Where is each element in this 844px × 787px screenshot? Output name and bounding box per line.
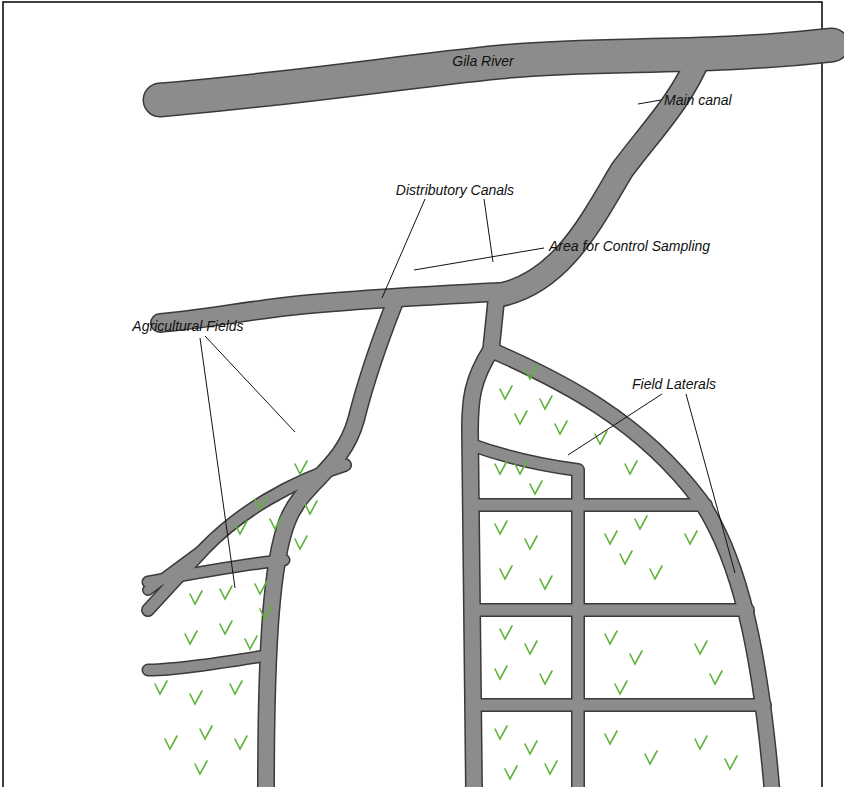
crop-mark <box>605 531 617 544</box>
canal-outlines <box>148 45 832 787</box>
leader-line <box>686 394 735 573</box>
crop-mark <box>635 516 647 529</box>
crop-mark <box>255 496 267 509</box>
crop-mark <box>525 741 537 754</box>
crop-mark <box>305 501 317 514</box>
crop-mark <box>515 411 527 424</box>
leader-lines <box>200 100 735 588</box>
crop-marks <box>155 366 737 779</box>
crop-mark <box>525 366 537 379</box>
crop-mark <box>190 591 202 604</box>
crop-mark <box>165 736 177 749</box>
feature-label: Field Laterals <box>632 376 716 393</box>
crop-mark <box>620 551 632 564</box>
crop-mark <box>220 586 232 599</box>
crop-mark <box>515 461 527 474</box>
crop-mark <box>230 681 242 694</box>
leader-line <box>638 100 661 104</box>
crop-mark <box>235 521 247 534</box>
canal-outline <box>472 445 578 787</box>
crop-mark <box>505 766 517 779</box>
crop-mark <box>260 606 272 619</box>
canal-fill <box>472 445 578 787</box>
crop-mark <box>605 731 617 744</box>
crop-mark <box>645 751 657 764</box>
crop-mark <box>495 461 507 474</box>
canal-fill <box>474 605 748 616</box>
crop-mark <box>540 671 552 684</box>
canal-fills <box>148 45 832 787</box>
crop-mark <box>235 736 247 749</box>
canal-fill <box>160 45 832 100</box>
canal-fill <box>148 655 270 670</box>
feature-label: Distributory Canals <box>396 182 514 199</box>
crop-mark <box>530 481 542 494</box>
crop-mark <box>295 536 307 549</box>
crop-mark <box>495 726 507 739</box>
crop-mark <box>495 521 507 534</box>
crop-mark <box>605 631 617 644</box>
crop-mark <box>710 671 722 684</box>
canal-outline <box>266 302 395 787</box>
canal-outline <box>160 45 832 100</box>
feature-label: Agricultural Fields <box>132 318 243 335</box>
feature-label: Main canal <box>664 92 732 109</box>
crop-mark <box>545 761 557 774</box>
crop-mark <box>500 626 512 639</box>
crop-mark <box>685 531 697 544</box>
canal-fill <box>148 465 345 610</box>
canal-outline <box>470 292 497 787</box>
crop-mark <box>155 681 167 694</box>
canal-outline <box>500 55 700 295</box>
canal-fill <box>266 302 395 787</box>
canal-outline <box>474 603 748 617</box>
crop-mark <box>725 756 737 769</box>
canal-fill <box>148 560 284 582</box>
feature-label: Area for Control Sampling <box>549 238 710 255</box>
crop-mark <box>200 726 212 739</box>
crop-mark <box>695 736 707 749</box>
canal-fill <box>474 500 706 511</box>
crop-mark <box>295 461 307 474</box>
crop-mark <box>540 396 552 409</box>
crop-mark <box>270 516 282 529</box>
river-name: Gila River <box>452 53 513 70</box>
crop-mark <box>650 566 662 579</box>
canal-outline <box>491 350 772 787</box>
canal-fill <box>474 700 765 711</box>
crop-mark <box>630 651 642 664</box>
canal-outline <box>474 698 765 712</box>
crop-mark <box>195 761 207 774</box>
canal-fill <box>491 350 772 787</box>
crop-mark <box>245 636 257 649</box>
crop-mark <box>625 461 637 474</box>
crop-mark <box>500 566 512 579</box>
leader-line <box>414 248 544 270</box>
canal-outline <box>148 655 270 670</box>
canal-fill <box>470 292 497 787</box>
crop-mark <box>525 641 537 654</box>
frame <box>3 2 822 787</box>
crop-mark <box>255 581 267 594</box>
crop-mark <box>190 691 202 704</box>
crop-mark <box>500 386 512 399</box>
crop-mark <box>185 631 197 644</box>
leader-line <box>200 338 235 588</box>
canal-fill <box>500 55 700 295</box>
crop-mark <box>540 576 552 589</box>
canal-outline <box>474 498 706 512</box>
crop-mark <box>495 666 507 679</box>
crop-mark <box>695 641 707 654</box>
crop-mark <box>615 681 627 694</box>
crop-mark <box>595 431 607 444</box>
leader-line <box>484 199 493 262</box>
leader-line <box>568 394 662 455</box>
crop-mark <box>555 421 567 434</box>
crop-mark <box>220 621 232 634</box>
leader-line <box>205 336 295 432</box>
leader-line <box>382 199 425 298</box>
crop-mark <box>525 536 537 549</box>
